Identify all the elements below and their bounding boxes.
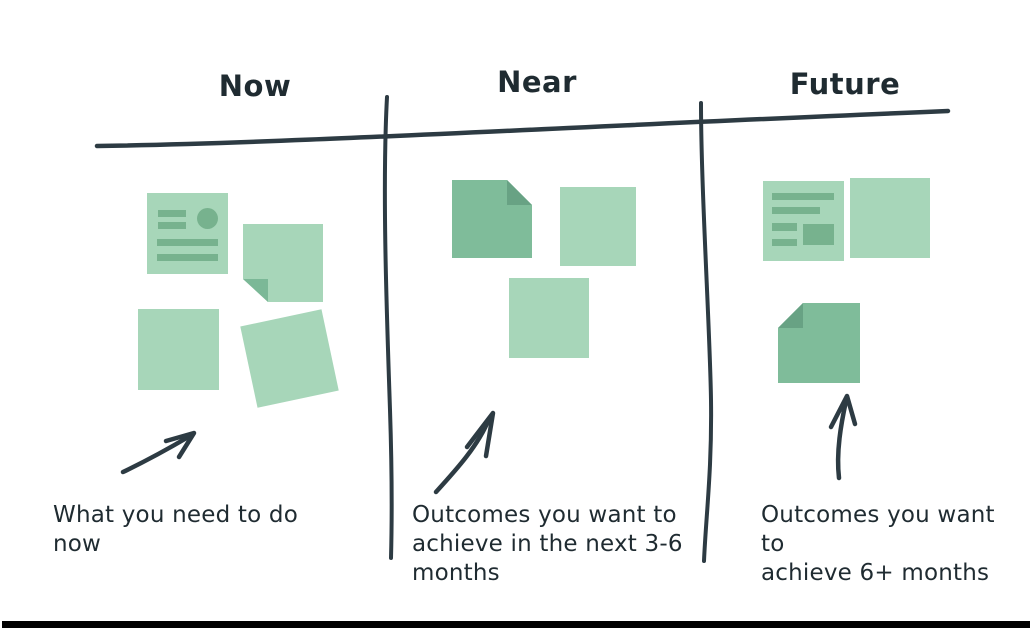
sticky-note bbox=[850, 178, 930, 258]
column-divider-1 bbox=[382, 95, 394, 560]
sticky-note bbox=[138, 309, 219, 390]
note-text-line bbox=[157, 254, 218, 261]
sticky-note-document bbox=[147, 193, 228, 274]
arrow-future-shaft bbox=[835, 398, 849, 481]
arrow-near-shaft bbox=[433, 416, 492, 495]
sticky-note-document bbox=[763, 181, 844, 261]
sticky-note-folded bbox=[243, 224, 323, 302]
note-text-line bbox=[772, 207, 820, 214]
note-text-line bbox=[158, 210, 186, 217]
note-text-line bbox=[772, 223, 797, 231]
bottom-border bbox=[2, 621, 1030, 628]
sticky-note bbox=[509, 278, 589, 358]
column-header-future: Future bbox=[789, 67, 901, 101]
sticky-note bbox=[560, 187, 636, 266]
note-text-line bbox=[772, 193, 834, 200]
arrow-now-shaft bbox=[120, 433, 193, 475]
sticky-note-rotated bbox=[240, 309, 339, 408]
note-fold-corner bbox=[243, 279, 268, 302]
arrow-near-head bbox=[464, 410, 496, 459]
note-fold-corner bbox=[778, 303, 803, 328]
column-divider-2 bbox=[699, 101, 714, 563]
column-header-near: Near bbox=[497, 65, 577, 99]
column-caption-near: Outcomes you want to achieve in the next… bbox=[412, 502, 683, 586]
column-caption-now: What you need to do now bbox=[53, 502, 298, 557]
sticky-note-folded bbox=[778, 303, 860, 383]
note-fold-corner bbox=[507, 180, 532, 205]
arrow-now-head bbox=[163, 430, 197, 460]
column-header-now: Now bbox=[218, 69, 292, 103]
timeline-line bbox=[94, 108, 951, 149]
note-image-block bbox=[803, 224, 834, 245]
note-text-line bbox=[157, 239, 218, 246]
note-avatar-dot bbox=[197, 208, 218, 229]
column-caption-future: Outcomes you want to achieve 6+ months bbox=[761, 502, 995, 586]
note-text-line bbox=[158, 222, 186, 229]
sticky-note-folded bbox=[452, 180, 532, 258]
note-text-line bbox=[772, 239, 797, 246]
arrow-future-head bbox=[828, 393, 858, 430]
